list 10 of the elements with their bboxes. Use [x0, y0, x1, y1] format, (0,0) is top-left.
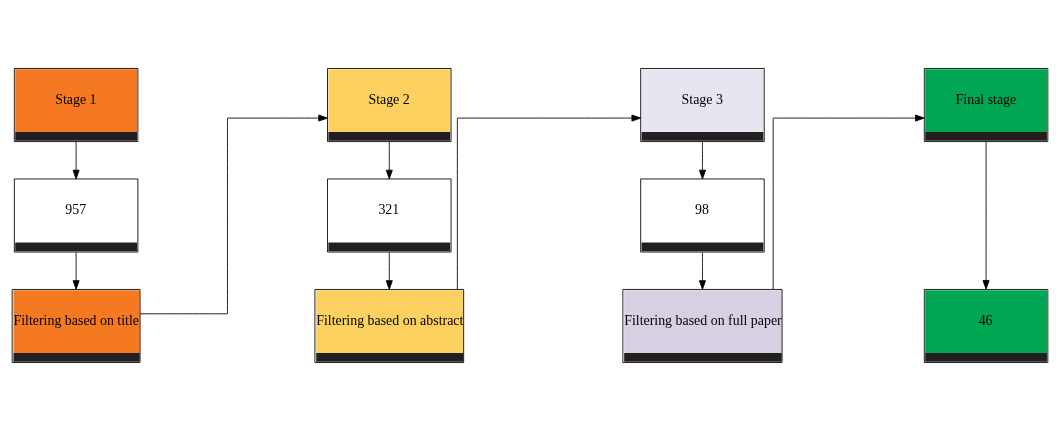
- arrow: [72, 140, 80, 179]
- arrow: [772, 114, 925, 290]
- arrow: [699, 251, 706, 290]
- arrow: [72, 251, 80, 290]
- arrow: [385, 251, 393, 290]
- arrow: [982, 140, 990, 290]
- arrow: [456, 114, 642, 290]
- arrow: [139, 114, 328, 314]
- arrow: [385, 140, 393, 179]
- arrow: [699, 140, 706, 179]
